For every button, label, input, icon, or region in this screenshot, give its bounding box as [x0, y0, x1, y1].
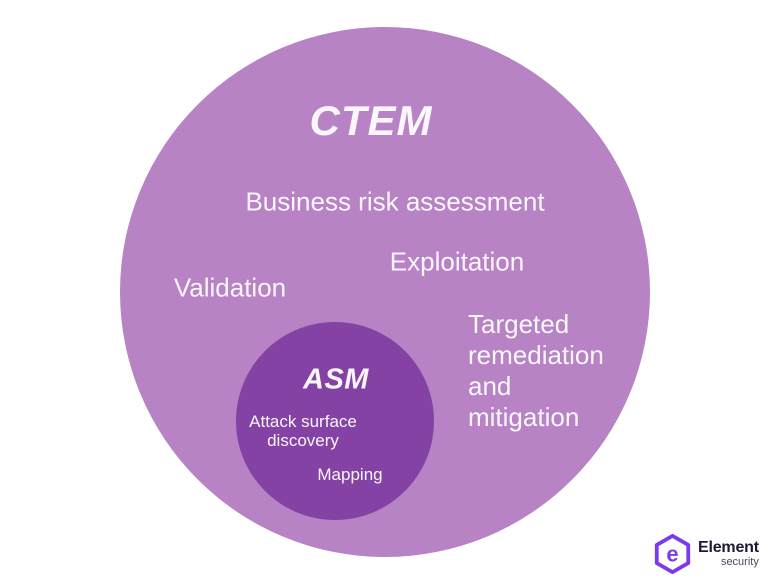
label-validation: Validation — [173, 272, 287, 303]
label-business-risk-assessment: Business risk assessment — [245, 186, 545, 217]
label-attack-surface-discovery: Attack surface discovery — [249, 412, 357, 450]
label-mapping: Mapping — [317, 465, 383, 484]
logo-letter-e: e — [666, 542, 678, 567]
ctem-title: CTEM — [309, 97, 433, 144]
asm-circle — [236, 322, 434, 520]
brand-subtitle: security — [720, 556, 759, 569]
label-targeted-remediation: Targeted remediation and mitigation — [468, 309, 604, 432]
label-exploitation: Exploitation — [389, 246, 525, 277]
logo-text: Element security — [698, 538, 759, 569]
hexagon-e-icon: e — [654, 533, 691, 575]
brand-name: Element — [698, 538, 759, 556]
asm-title: ASM — [303, 363, 369, 396]
element-security-logo: e Element security — [652, 533, 759, 575]
